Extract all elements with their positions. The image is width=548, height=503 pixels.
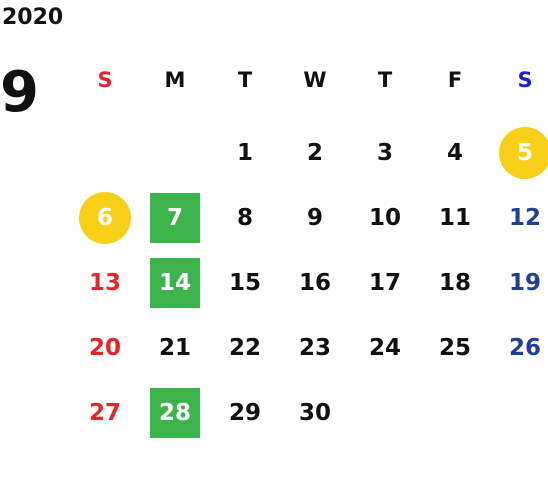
day-cell: 4 (420, 120, 490, 185)
day-number: 7 (150, 192, 200, 243)
day-cell: 9 (280, 185, 350, 250)
weekday-friday: F (447, 68, 463, 92)
weekday-wednesday: W (303, 68, 327, 92)
day-cell: 8 (210, 185, 280, 250)
day-number: 9 (306, 204, 323, 231)
day-number: 18 (438, 269, 471, 296)
day-number: 28 (150, 387, 200, 438)
day-number: 17 (368, 269, 401, 296)
day-number: 19 (508, 269, 541, 296)
weekday-sunday: S (97, 68, 113, 92)
day-number: 23 (298, 334, 331, 361)
day-number (429, 387, 481, 439)
day-number: 10 (368, 204, 401, 231)
day-number: 4 (446, 139, 463, 166)
day-cell: 21 (140, 315, 210, 380)
day-number: 5 (499, 126, 548, 179)
day-cell: 24 (350, 315, 420, 380)
day-cell: 18 (420, 250, 490, 315)
day-number: 8 (236, 204, 253, 231)
day-number: 22 (228, 334, 261, 361)
day-number (79, 127, 131, 179)
empty-day-cell (140, 120, 210, 185)
day-number: 29 (228, 399, 261, 426)
day-number: 14 (150, 257, 200, 308)
empty-day-cell (490, 380, 548, 445)
day-number (359, 387, 411, 439)
day-cell-square-highlight: 28 (140, 380, 210, 445)
day-cell: 22 (210, 315, 280, 380)
month-number: 9 (0, 60, 39, 125)
day-number: 1 (236, 139, 253, 166)
day-number (149, 127, 201, 179)
day-cell: 16 (280, 250, 350, 315)
day-number: 3 (376, 139, 393, 166)
day-number: 15 (228, 269, 261, 296)
day-cell-square-highlight: 14 (140, 250, 210, 315)
empty-day-cell (350, 380, 420, 445)
weekday-monday: M (164, 68, 186, 92)
day-cell: 1 (210, 120, 280, 185)
day-cell: 25 (420, 315, 490, 380)
day-number: 21 (158, 334, 191, 361)
day-number (499, 387, 548, 439)
day-number: 30 (298, 399, 331, 426)
day-cell: 11 (420, 185, 490, 250)
day-cell: 12 (490, 185, 548, 250)
day-cell: 26 (490, 315, 548, 380)
day-number: 27 (88, 399, 121, 426)
day-number: 16 (298, 269, 331, 296)
day-cell-circle-highlight: 5 (490, 120, 548, 185)
weekday-header: S M T W T F S (70, 62, 548, 98)
day-grid: 1 2 3 4 5 6 7 8 9 10 11 12 13 14 15 16 1… (70, 120, 548, 445)
day-number: 24 (368, 334, 401, 361)
day-number: 2 (306, 139, 323, 166)
weekday-tuesday: T (237, 68, 253, 92)
day-number: 26 (508, 334, 541, 361)
day-cell: 30 (280, 380, 350, 445)
day-cell: 23 (280, 315, 350, 380)
day-cell: 17 (350, 250, 420, 315)
day-cell-square-highlight: 7 (140, 185, 210, 250)
day-number: 25 (438, 334, 471, 361)
weekday-saturday: S (517, 68, 533, 92)
day-cell: 19 (490, 250, 548, 315)
weekday-thursday: T (377, 68, 393, 92)
empty-day-cell (420, 380, 490, 445)
day-number: 6 (79, 191, 131, 244)
day-cell: 15 (210, 250, 280, 315)
day-cell: 20 (70, 315, 140, 380)
day-cell: 3 (350, 120, 420, 185)
day-cell: 10 (350, 185, 420, 250)
day-number: 13 (88, 269, 121, 296)
year-label: 2020 (2, 5, 64, 30)
day-cell: 2 (280, 120, 350, 185)
empty-day-cell (70, 120, 140, 185)
day-cell: 13 (70, 250, 140, 315)
day-number: 20 (88, 334, 121, 361)
day-cell: 29 (210, 380, 280, 445)
day-cell-circle-highlight: 6 (70, 185, 140, 250)
day-number: 12 (508, 204, 541, 231)
day-cell: 27 (70, 380, 140, 445)
day-number: 11 (438, 204, 471, 231)
